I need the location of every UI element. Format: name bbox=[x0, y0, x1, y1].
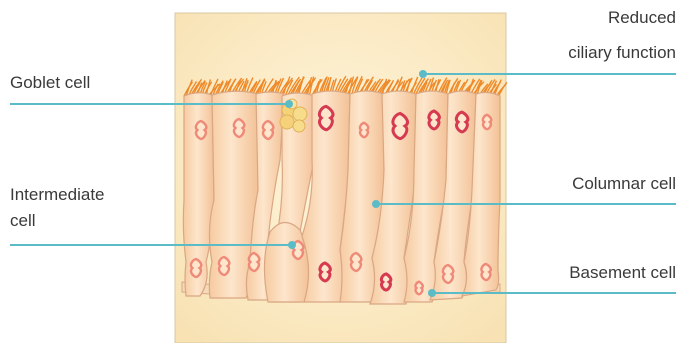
cell-nucleus bbox=[263, 121, 273, 139]
intermediate-cell-leader-dot bbox=[288, 241, 296, 249]
cell-nucleus bbox=[481, 264, 490, 280]
reduced-ciliary-label-line1: Reduced bbox=[608, 5, 676, 30]
intermediate-cell-label-line1: Intermediate bbox=[10, 182, 105, 207]
columnar-cell-leader-dot bbox=[372, 200, 380, 208]
reduced-ciliary-leader-dot bbox=[419, 70, 427, 78]
intermediate-cell-label-line2: cell bbox=[10, 208, 36, 233]
columnar-cell-label: Columnar cell bbox=[572, 171, 676, 196]
basement-cell-leader-dot bbox=[428, 289, 436, 297]
cell-nucleus bbox=[393, 113, 408, 138]
cell-nucleus bbox=[234, 119, 244, 137]
cell-nucleus bbox=[360, 123, 368, 137]
cell-nucleus bbox=[191, 259, 201, 277]
cell-nucleus bbox=[483, 115, 491, 129]
cell-nucleus bbox=[415, 282, 422, 295]
cell-nucleus bbox=[381, 274, 390, 290]
cell-nucleus bbox=[456, 112, 467, 132]
cell-nucleus bbox=[319, 106, 333, 129]
goblet-cell-label: Goblet cell bbox=[10, 70, 90, 95]
cell-nucleus bbox=[320, 263, 330, 281]
goblet-cell-leader-dot bbox=[285, 100, 293, 108]
cell-nucleus bbox=[351, 253, 361, 271]
cell-nucleus bbox=[249, 253, 259, 271]
cell-nucleus bbox=[196, 121, 206, 139]
cell-nucleus bbox=[429, 111, 439, 129]
cell-nucleus bbox=[219, 257, 229, 275]
cell-nucleus bbox=[443, 265, 453, 283]
reduced-ciliary-label-line2: ciliary function bbox=[568, 40, 676, 65]
basement-cell-label: Basement cell bbox=[569, 260, 676, 285]
